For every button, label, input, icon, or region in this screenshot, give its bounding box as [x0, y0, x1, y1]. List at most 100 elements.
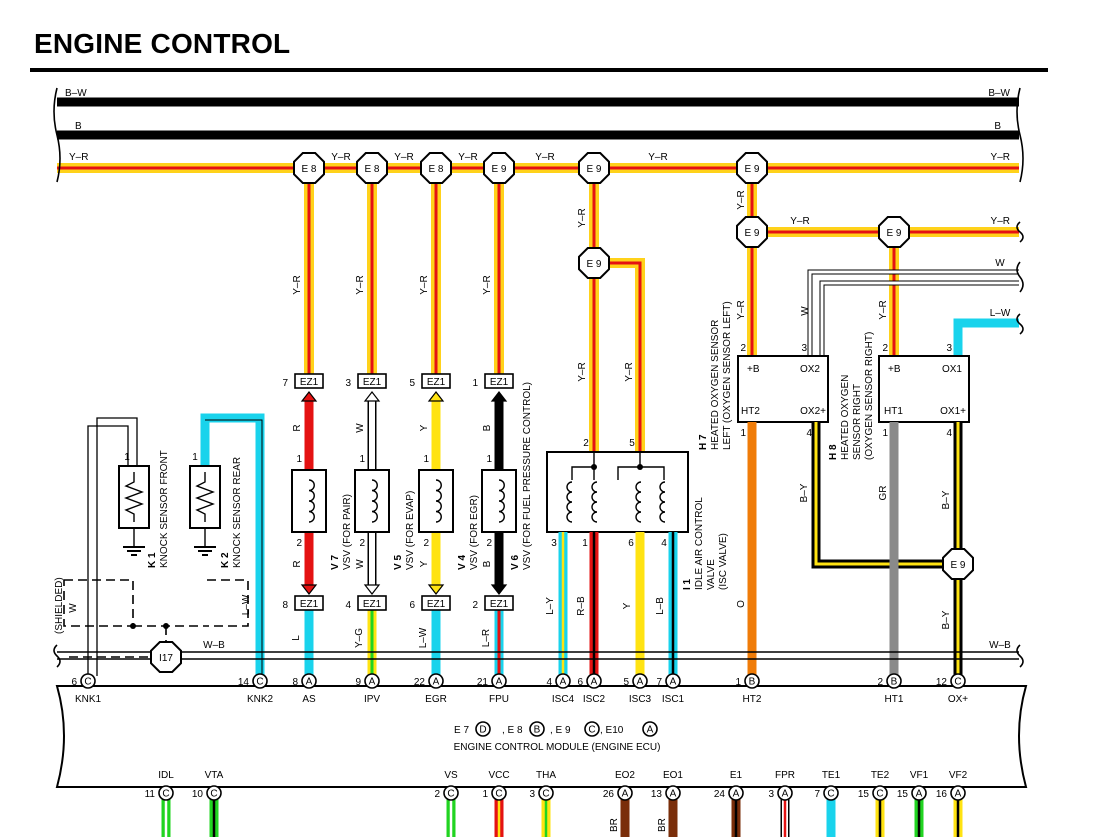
- o2r-desc3: (OXYGEN SENSOR RIGHT): [864, 332, 875, 460]
- o2r-pin-1: 1: [882, 428, 888, 439]
- ecm-bottom-pin-1: 10: [192, 789, 204, 800]
- o2r-desc1: HEATED OXYGEN: [840, 375, 851, 460]
- vsv-wire-label-2: Y: [419, 424, 430, 431]
- ecm-bottom-name-9: TE1: [822, 770, 841, 781]
- ecm-top-term-10: [744, 673, 760, 689]
- ecm-legend-term-1: [529, 721, 545, 737]
- ecm-top-pin-6: 4: [546, 677, 552, 688]
- o2l-desc2: LEFT (OXYGEN SENSOR LEFT): [722, 301, 733, 450]
- ecm-top-name-9: ISC1: [662, 694, 685, 705]
- ecm-bottom-pin-12: 16: [936, 789, 948, 800]
- ez1-top-2: [421, 373, 451, 389]
- ecm-bottom-term-9: [823, 785, 839, 801]
- knk2-wire-edge: [205, 419, 263, 676]
- ecm-bottom-term-0: [158, 785, 174, 801]
- ecm-top-name-8: ISC3: [629, 694, 652, 705]
- knock-front-code: K 1: [147, 552, 158, 568]
- eo2-wire-label: BR: [609, 818, 620, 832]
- ecm-legend-term-2: [584, 721, 600, 737]
- ez1-top-0-label: EZ1: [300, 377, 319, 388]
- vsv-v7-code: V 7: [330, 555, 341, 570]
- eo1-wire-label: BR: [657, 818, 668, 832]
- ecm-legend-term-0: [475, 721, 491, 737]
- ecm-top-term-6: [555, 673, 571, 689]
- ecm-bottom-term-7-letter: A: [733, 789, 740, 800]
- vsv-wire-label-low-1: W: [355, 559, 366, 569]
- isc-leg-label-2: Y: [622, 602, 633, 609]
- ecm-title: ENGINE CONTROL MODULE (ENGINE ECU): [454, 742, 661, 753]
- o2l-desc1: HEATED OXYGEN SENSOR: [710, 320, 721, 450]
- junction-e9-6: [878, 216, 910, 248]
- junction-e8-2-label: E 8: [364, 164, 379, 175]
- isc-leg-pin-0: 3: [551, 538, 557, 549]
- junction-e9-3-label: E 9: [744, 164, 759, 175]
- ecm-bottom-term-3-letter: C: [495, 789, 502, 800]
- ecm-top-pin-2: 8: [292, 677, 298, 688]
- drop-y-r-label-3: Y–R: [482, 275, 493, 294]
- ecm-bottom-name-8: FPR: [775, 770, 795, 781]
- bus-y-r-2-seg-label: Y–R: [790, 216, 809, 227]
- o2r-term-ht1: HT1: [884, 406, 903, 417]
- ecm-top-pin-11: 2: [877, 677, 883, 688]
- shield-w-label: W: [68, 603, 79, 613]
- ecm-top-pin-7: 6: [577, 677, 583, 688]
- bus-w-b-label: W–B: [203, 640, 225, 651]
- vsv-pin1-0: 1: [296, 454, 302, 465]
- junction-e9-7-label: E 9: [950, 560, 965, 571]
- knock-rear-desc: KNOCK SENSOR REAR: [232, 457, 243, 568]
- ecm-bottom-term-5-letter: A: [622, 789, 629, 800]
- knock-sensor-front-body-ground-icon: [123, 546, 145, 556]
- ecm-bottom-term-10-letter: C: [876, 789, 883, 800]
- ecm-top-name-7: ISC2: [583, 694, 606, 705]
- ecm-bottom-name-0: IDL: [158, 770, 174, 781]
- vsv-v5-desc: VSV (FOR EVAP): [405, 491, 416, 570]
- bus-y-r-2-break: [1016, 221, 1024, 243]
- ecm-legend-term-0-letter: D: [479, 725, 486, 736]
- isc-pin-top-left: 2: [583, 438, 589, 449]
- o2r-pin-2: 2: [882, 343, 888, 354]
- ecm-bottom-name-11: VF1: [910, 770, 929, 781]
- ez1-bottom-pin-0: 8: [282, 600, 288, 611]
- ecm-top-term-11-letter: B: [891, 677, 898, 688]
- lower-wire-label-0: L: [291, 635, 302, 641]
- o2r-code: H 8: [828, 444, 839, 460]
- ecm-bottom-term-7: [728, 785, 744, 801]
- junction-e9-5-label: E 9: [744, 228, 759, 239]
- ecm-bottom-term-2-letter: C: [447, 789, 454, 800]
- ez1-bottom-pin-3: 2: [472, 600, 478, 611]
- ez1-top-pin-1: 3: [345, 378, 351, 389]
- wire-w-inner: [808, 270, 1019, 360]
- ecm-legend-term-3-letter: A: [647, 725, 654, 736]
- bus-b-w-label-right: B–W: [988, 88, 1010, 99]
- ecm-bottom-pin-11: 15: [897, 789, 909, 800]
- vsv-pin2-2: 2: [423, 538, 429, 549]
- ecm-top-term-2-letter: A: [306, 677, 313, 688]
- ecm-bottom-term-2: [443, 785, 459, 801]
- knk2-wire-label: L–W: [241, 594, 252, 615]
- ecm-top-name-10: HT2: [743, 694, 762, 705]
- wire-l-w-label: L–W: [990, 308, 1011, 319]
- ecm-bottom-term-9-letter: C: [827, 789, 834, 800]
- ox2p-wire-stripe: [814, 422, 958, 566]
- ez1-bottom-pin-1: 4: [345, 600, 351, 611]
- o2l-code: H 7: [698, 434, 709, 450]
- ht2-wire-label: O: [736, 600, 747, 608]
- ecm-top-term-5-letter: A: [496, 677, 503, 688]
- vsv-wire-label-low-0: R: [292, 560, 303, 567]
- bus-break-left: [53, 87, 61, 183]
- ecm-top-term-4-letter: A: [433, 677, 440, 688]
- wire-w2-inner: [820, 281, 1019, 360]
- junction-i17-label: I17: [159, 653, 173, 664]
- isc-desc3: (ISC VALVE): [718, 533, 729, 590]
- bus-w-b-break-left: [53, 644, 61, 668]
- ecm-top-term-9-letter: A: [670, 677, 677, 688]
- bus-y-r-seg-label-2: Y–R: [458, 152, 477, 163]
- ecm-top-name-0: KNK1: [75, 694, 102, 705]
- drop-isc-y-r-b-stripe: [594, 261, 642, 460]
- ecm-top-name-6: ISC4: [552, 694, 575, 705]
- ez1-top-2-label: EZ1: [427, 377, 446, 388]
- o2l-pin-2: 2: [740, 343, 746, 354]
- junction-e9-2-label: E 9: [586, 164, 601, 175]
- o2r-feed-label: Y–R: [878, 300, 889, 319]
